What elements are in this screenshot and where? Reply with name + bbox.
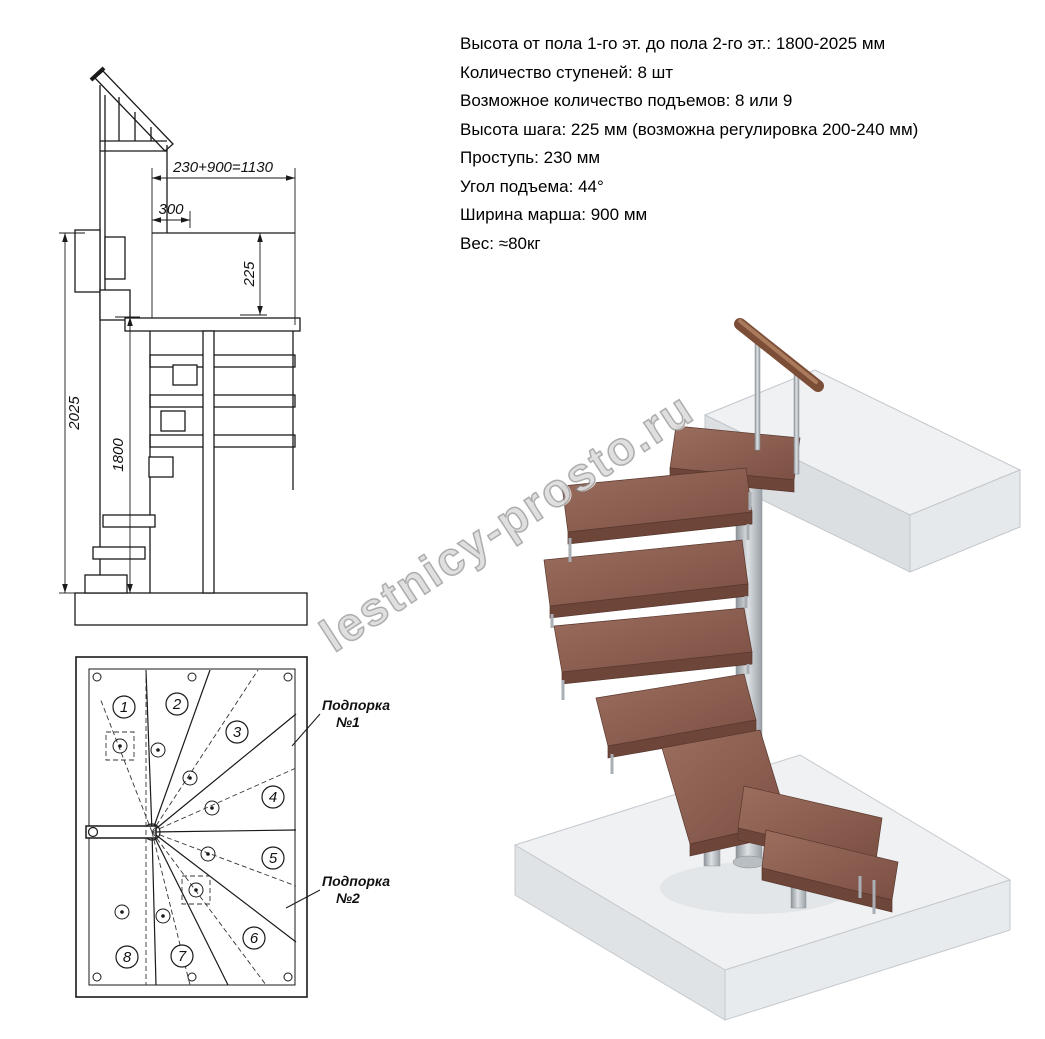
step-number-6: 6 [250, 930, 259, 947]
elevation-structure [74, 66, 308, 626]
dim-landing-depth: 300 [158, 201, 184, 218]
plan-step-edges [85, 669, 297, 986]
tread-spacer-rods [550, 492, 876, 914]
treads [543, 425, 899, 913]
dim-total-height: 2025 [66, 396, 83, 431]
elevation-drawing: 230+900=1130 300 225 2025 1800 [59, 66, 308, 626]
tread-6 [543, 539, 749, 619]
spec-line-step-count: Количество ступеней: 8 шт [460, 62, 674, 82]
floor-base [74, 592, 308, 626]
handrail-side [94, 70, 174, 152]
handrail-top-view [85, 825, 157, 839]
railing-post-1 [754, 337, 761, 451]
step-number-5: 5 [269, 850, 278, 867]
step-number-2: 2 [172, 696, 182, 713]
railing [734, 318, 824, 475]
plan-drawing: 1 2 3 4 5 6 7 8 Подпорка №1 Подпорка №2 [75, 656, 390, 998]
spec-line-step-height: Высота шага: 225 мм (возможна регулировк… [460, 119, 919, 139]
elevation-dimensions: 230+900=1130 300 225 2025 1800 [59, 159, 296, 594]
bottom-step [84, 574, 128, 594]
support2-label-num: №2 [336, 890, 360, 906]
plan-support-labels: Подпорка №1 Подпорка №2 [285, 697, 390, 909]
step-number-4: 4 [269, 789, 277, 806]
dim-total-width: 230+900=1130 [172, 159, 273, 176]
spec-line-angle: Угол подъема: 44° [460, 176, 604, 196]
dim-stair-height: 1800 [110, 438, 127, 472]
top-platform [124, 317, 301, 332]
support1-label-num: №1 [336, 714, 360, 730]
step-slab [149, 434, 296, 448]
bottom-step [92, 546, 146, 560]
staircase-3d-render [513, 318, 1022, 1021]
step-number-8: 8 [123, 949, 132, 966]
bottom-step [102, 514, 156, 528]
spec-line-march-width: Ширина марша: 900 мм [460, 205, 648, 224]
step-slab [149, 354, 296, 368]
step-number-3: 3 [233, 724, 242, 741]
tread-5 [553, 607, 753, 685]
support1-label-word: Подпорка [322, 697, 390, 713]
spec-line-height-range: Высота от пола 1-го эт. до пола 2-го эт.… [460, 34, 886, 53]
handrail-highlight [738, 319, 818, 384]
dimension-arrows [62, 175, 295, 593]
step-number-1: 1 [120, 699, 128, 716]
tread-7 [561, 467, 753, 545]
spec-line-rise-count: Возможное количество подъемов: 8 или 9 [460, 91, 793, 110]
step-number-7: 7 [178, 948, 187, 965]
handrail-cap [89, 66, 106, 82]
dim-step-rise: 225 [241, 261, 258, 288]
tread-1 [761, 829, 899, 913]
plan-baluster-posts [112, 738, 220, 924]
central-post [202, 330, 215, 594]
support2-label-word: Подпорка [322, 873, 390, 889]
wall-bracket [74, 229, 101, 293]
spec-line-tread-depth: Проступь: 230 мм [460, 148, 601, 167]
railing-post-2 [793, 369, 800, 475]
step-slab [149, 394, 296, 408]
spec-line-weight: Вес: ≈80кг [460, 233, 541, 253]
plan-step-numbers: 1 2 3 4 5 6 7 8 [112, 692, 285, 969]
specs-block: Высота от пола 1-го эт. до пола 2-го эт.… [460, 30, 1020, 258]
